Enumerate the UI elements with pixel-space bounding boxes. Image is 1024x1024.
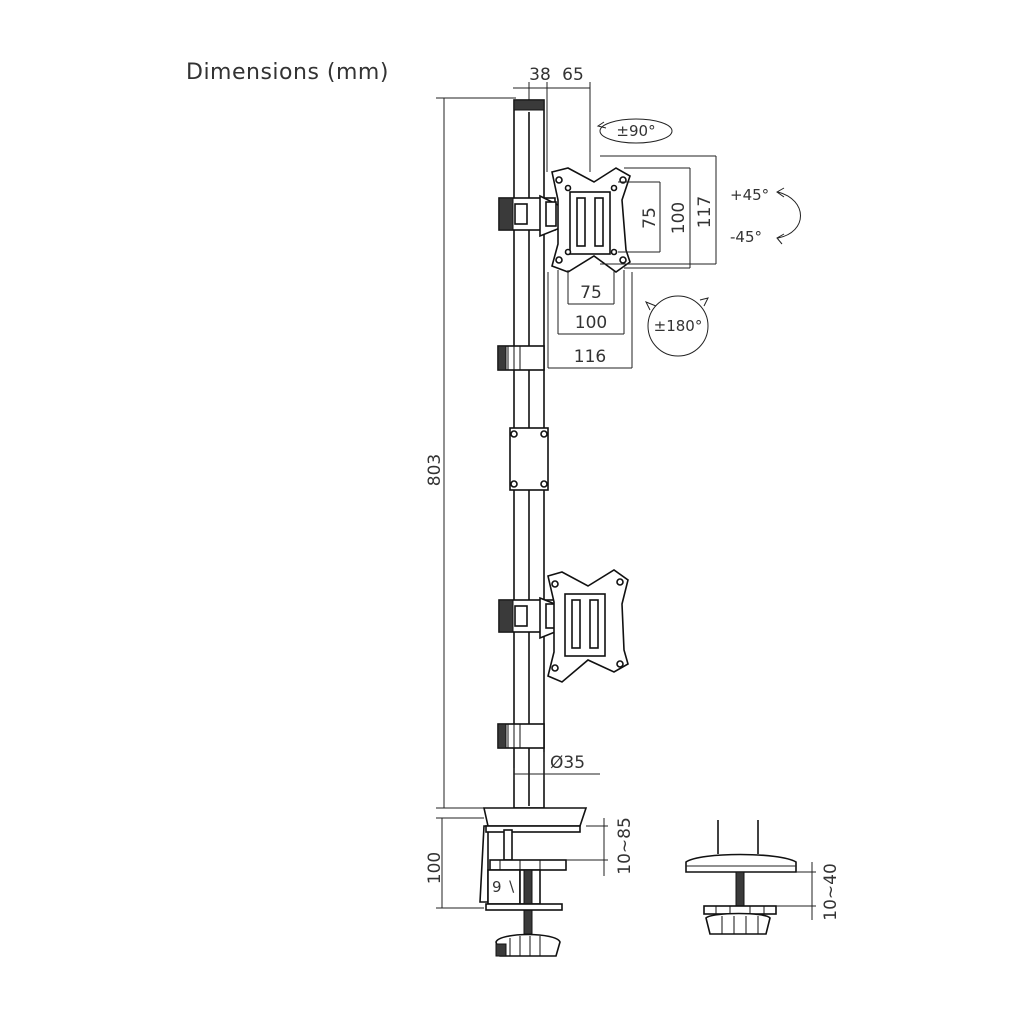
vesa-v-100-label: 100 bbox=[669, 202, 689, 234]
plate-v-117-label: 117 bbox=[695, 196, 715, 228]
clamp-height-dimension: 100 bbox=[425, 817, 484, 909]
clamp-marking: 9 ∖ bbox=[492, 878, 516, 896]
clamp-height-label: 100 bbox=[425, 852, 445, 884]
vesa-h-75-label: 75 bbox=[580, 283, 602, 303]
height-dimension: 803 bbox=[425, 97, 516, 809]
pole-diameter-dimension: Ø35 bbox=[513, 752, 600, 780]
pole-diameter-label: Ø35 bbox=[550, 753, 585, 773]
offset-65-label: 65 bbox=[562, 65, 584, 85]
clamp-range-dimension: 10~85 bbox=[566, 817, 635, 876]
lower-arm bbox=[498, 596, 561, 640]
pole-collar-upper bbox=[497, 345, 545, 371]
desk-clamp: 9 ∖ bbox=[479, 807, 588, 957]
rotate-90-label: ±90° bbox=[616, 122, 655, 140]
lower-vesa-plate bbox=[547, 569, 629, 683]
swivel-180-label: ±180° bbox=[654, 317, 703, 335]
grommet-range-dimension: 10~40 bbox=[776, 862, 841, 921]
clamp-range-label: 10~85 bbox=[615, 817, 635, 875]
pole-joint bbox=[509, 427, 549, 491]
pole-collar-lower bbox=[497, 723, 545, 749]
vesa-vertical-dimensions: 75 100 117 bbox=[600, 155, 717, 269]
upper-vesa-plate bbox=[551, 167, 631, 273]
vesa-horizontal-dimensions: 75 100 116 bbox=[547, 270, 633, 369]
offset-38-label: 38 bbox=[529, 65, 551, 85]
vesa-h-100-label: 100 bbox=[575, 313, 607, 333]
rotation-indicators: ±90° +45° -45° ±180° bbox=[596, 118, 801, 357]
vesa-v-75-label: 75 bbox=[640, 207, 660, 229]
grommet-range-label: 10~40 bbox=[821, 863, 841, 921]
diagram-title: Dimensions (mm) bbox=[186, 60, 389, 85]
height-label: 803 bbox=[425, 454, 445, 486]
grommet-mount bbox=[685, 820, 797, 935]
top-offset-dimension: 38 65 bbox=[513, 65, 591, 172]
tilt-down-label: -45° bbox=[730, 228, 762, 246]
upper-arm bbox=[498, 194, 561, 238]
tilt-up-label: +45° bbox=[730, 186, 769, 204]
plate-h-116-label: 116 bbox=[574, 347, 606, 367]
